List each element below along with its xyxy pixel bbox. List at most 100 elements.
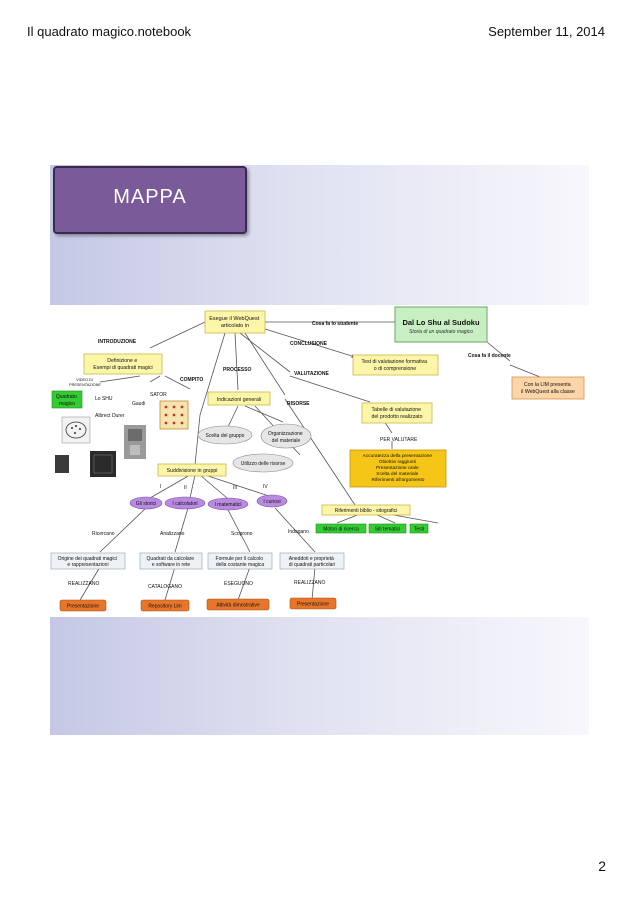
main-subtitle: Storia di un quadrato magico	[409, 329, 473, 335]
concept-map-svg: Esegue il WebQuest articolato in Dal Lo …	[50, 306, 585, 612]
node-presentazione-2-text: Presentazione	[297, 602, 329, 608]
node-organizzazione	[260, 423, 312, 449]
node-definizione-line: Esempi di quadrati magici	[93, 365, 152, 371]
slide-title: MAPPA	[113, 186, 187, 208]
node-siti	[368, 523, 407, 534]
node-quadrato-magico	[51, 390, 83, 409]
node-quadrati-calcolo	[139, 552, 203, 570]
label-video-line: PRESENTAZIONE	[69, 383, 101, 387]
node-webquest-line: articolato in	[221, 323, 249, 329]
notebook-filename: Il quadrato magico.notebook	[27, 24, 192, 39]
node-suddivisione	[157, 463, 227, 477]
node-origine-line: Origine dei quadrati magici	[58, 556, 117, 562]
node-presentazione-1-text: Presentazione	[67, 604, 99, 610]
node-webquest	[204, 310, 266, 334]
node-riferimenti-text: Riferimenti biblio - sitografici	[335, 508, 398, 514]
label-realizzano-1: REALIZZANO	[68, 581, 100, 587]
node-aneddoti-text: Aneddoti e proprietà di quadrati partico…	[289, 556, 335, 568]
label-catalogano: CATALOGANO	[148, 584, 182, 590]
node-testi	[409, 523, 429, 534]
node-criteri-line: Scelta del materiale	[376, 471, 418, 477]
label-video-presentazione: VIDEO DI PRESENTAZIONE	[69, 378, 101, 387]
node-criteri-line: Riferimenti all'argomento	[372, 477, 425, 483]
node-test-text: Test di valutazione formativa o di compr…	[362, 359, 429, 372]
node-riferimenti	[321, 504, 411, 516]
node-formule	[207, 552, 273, 570]
label-analizzano: Analizzano	[160, 531, 185, 537]
node-quadrati-calcolo-line: e software in rete	[152, 562, 191, 568]
node-i-matematici	[207, 497, 249, 511]
node-indicazioni-text: Indicazioni generali	[217, 397, 261, 403]
node-quadrato-magico-text: Quadrato magico	[56, 394, 78, 407]
label-roman-1: I	[160, 484, 161, 490]
node-repository-text: Repository Lim	[148, 604, 181, 610]
label-albrecht: Albrect Durer	[95, 413, 125, 419]
node-main-title	[394, 306, 488, 343]
label-per-valutare: PER VALUTARE	[380, 437, 418, 443]
label-cosa-fa-studente: Cosa fa lo studente	[312, 321, 358, 327]
label-sator: SATOR	[150, 392, 167, 398]
node-organizzazione-text: Organizzazione del materiale	[268, 431, 304, 444]
node-criteri-line: Accuratezza della presentazione	[363, 453, 433, 459]
node-test-line: o di comprensione	[374, 366, 417, 372]
node-presentazione-1	[59, 599, 107, 612]
node-definizione	[83, 353, 163, 375]
node-attivita-text: Attività dimostrative	[216, 603, 260, 609]
node-aneddoti-line: Aneddoti e proprietà	[289, 556, 334, 562]
node-origine	[50, 552, 126, 570]
label-indagano: Indagano	[288, 529, 309, 535]
node-test	[352, 354, 439, 376]
label-realizzano-2: REALIZZANO	[294, 580, 326, 586]
node-origine-line: e rappresentazioni	[67, 562, 108, 568]
node-i-curiosi-text: I curiosi	[263, 499, 280, 505]
node-tabelle-line: del prodotto realizzato	[371, 414, 422, 420]
node-i-curiosi	[256, 494, 288, 508]
node-tabelle	[361, 402, 433, 424]
sator-square-image	[159, 400, 189, 430]
label-valutazione: VALUTAZIONE	[294, 371, 329, 377]
label-risorse: RISORSE	[287, 401, 310, 407]
node-organizzazione-line: del materiale	[272, 438, 301, 444]
label-eseguono: ESEGUONO	[224, 581, 253, 587]
node-lim-text: Con la LIM presenta il WebQuest alla cla…	[521, 382, 575, 395]
node-lim-line: il WebQuest alla classe	[521, 389, 575, 395]
node-lim-line: Con la LIM presenta	[524, 382, 571, 388]
node-presentazione-2	[289, 597, 337, 610]
label-conclusione: CONCLUSIONE	[290, 341, 328, 347]
label-video-line: VIDEO DI	[76, 378, 93, 382]
concept-map: Esegue il WebQuest articolato in Dal Lo …	[50, 305, 589, 617]
node-criteri-line: Presentazione orale	[376, 465, 419, 471]
node-testi-text: Testi	[414, 527, 424, 533]
label-introduzione: INTRODUZIONE	[98, 339, 137, 345]
node-formule-line: Formule per il calcolo	[216, 556, 264, 562]
node-criteri-text: Accuratezza della presentazione Obiettiv…	[363, 453, 434, 483]
label-lo-shu: Lo SHU	[95, 396, 113, 402]
page-number: 2	[598, 858, 606, 874]
node-webquest-line: Esegue il WebQuest	[209, 316, 260, 322]
slide-title-box: MAPPA	[53, 166, 247, 234]
node-attivita	[206, 598, 270, 611]
node-aneddoti-line: di quadrati particolari	[289, 562, 335, 568]
node-definizione-line: Definizione e	[107, 358, 137, 364]
header-date: September 11, 2014	[488, 24, 605, 39]
node-definizione-text: Definizione e Esempi di quadrati magici	[93, 358, 152, 371]
label-roman-4: IV	[263, 484, 268, 490]
node-webquest-text: Esegue il WebQuest articolato in	[209, 316, 261, 329]
label-roman-2: II	[184, 485, 187, 491]
label-ricercano: Ricercano	[92, 531, 115, 537]
node-gli-storici	[129, 496, 163, 510]
node-utilizzo	[232, 453, 294, 473]
node-criteri	[349, 449, 447, 488]
node-gli-storici-text: Gli storici	[136, 501, 157, 507]
node-organizzazione-line: Organizzazione	[268, 431, 303, 437]
label-gaudi: Gaudi	[132, 401, 145, 407]
main-title: Dal Lo Shu al Sudoku	[402, 318, 480, 327]
node-tabelle-text: Tabelle di valutazione del prodotto real…	[371, 407, 422, 420]
node-criteri-line: Obiettivi raggiunti	[379, 459, 416, 465]
lo-shu-turtle-image	[61, 416, 91, 444]
node-aneddoti	[279, 552, 345, 570]
node-i-calcolatori	[164, 496, 206, 510]
node-origine-text: Origine dei quadrati magici e rappresent…	[58, 556, 119, 568]
label-processo: PROCESSO	[223, 367, 251, 373]
node-i-matematici-text: I matematici	[215, 502, 242, 508]
